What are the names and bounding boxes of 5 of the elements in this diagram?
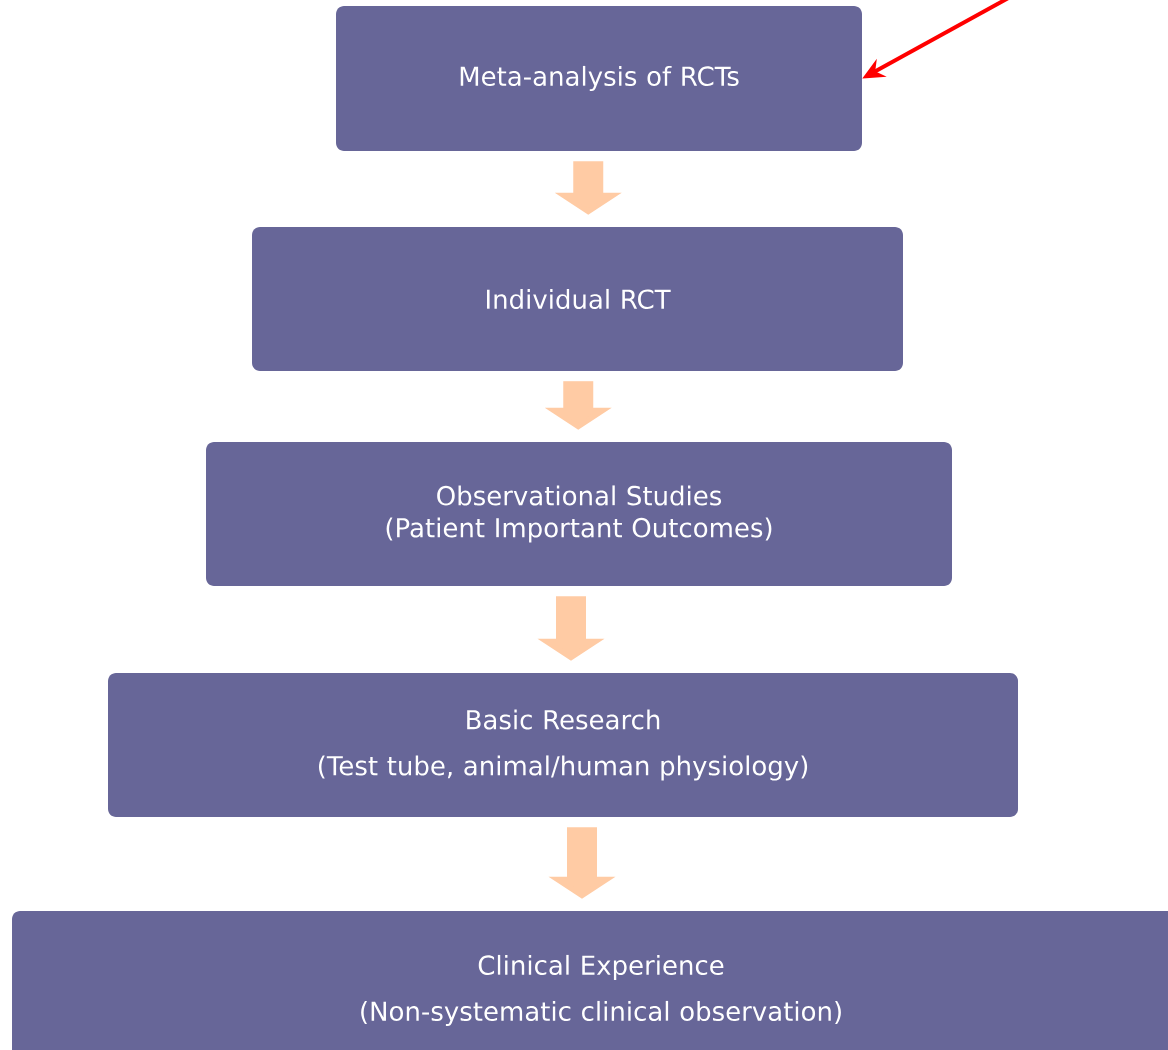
- process-box: Individual RCT: [252, 227, 903, 371]
- process-box: Meta-analysis of RCTs: [336, 6, 862, 151]
- process-box: Clinical Experience (Non-systematic clinical observation): [12, 911, 1168, 1050]
- process-box: Basic Research (Test tube, animal/human physiology): [108, 673, 1018, 817]
- process-box: Observational Studies (Patient Important Outcomes): [206, 442, 952, 586]
